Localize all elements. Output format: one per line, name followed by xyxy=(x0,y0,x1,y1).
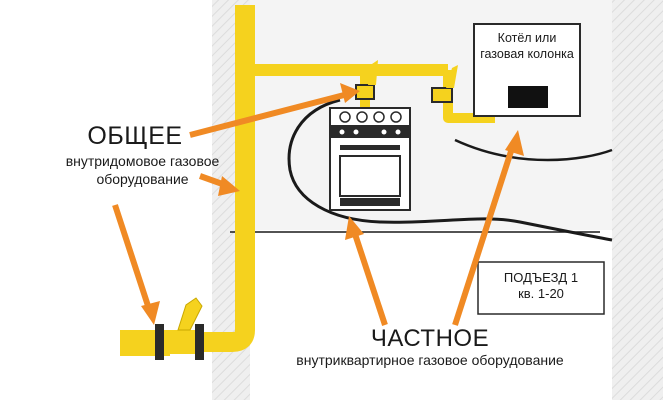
private-equipment-title: ЧАСТНОЕ xyxy=(370,325,490,352)
boiler-valve xyxy=(431,65,458,103)
boiler-label: Котёл или газовая колонка xyxy=(480,31,574,61)
entrance-sign: ПОДЪЕЗД 1 кв. 1-20 xyxy=(482,270,600,302)
boiler-icon xyxy=(473,23,581,117)
gas-stove-icon xyxy=(329,107,411,211)
entrance-sign-box xyxy=(477,261,605,315)
common-equipment-description: внутридомовое газовое оборудование xyxy=(65,153,220,187)
common-equipment-title: ОБЩЕЕ xyxy=(87,122,183,150)
gas-valve-icon xyxy=(155,297,204,360)
apartment-boundary-curve xyxy=(287,98,613,242)
arrow-icon xyxy=(112,83,524,326)
private-equipment-description: внутриквартирное газовое оборудование xyxy=(296,352,564,368)
apartment-boundary-curve-2 xyxy=(454,138,613,162)
wall-right xyxy=(612,0,663,400)
entrance-number: ПОДЪЕЗД 1 xyxy=(503,270,579,285)
apartment-range: кв. 1-20 xyxy=(518,286,564,301)
